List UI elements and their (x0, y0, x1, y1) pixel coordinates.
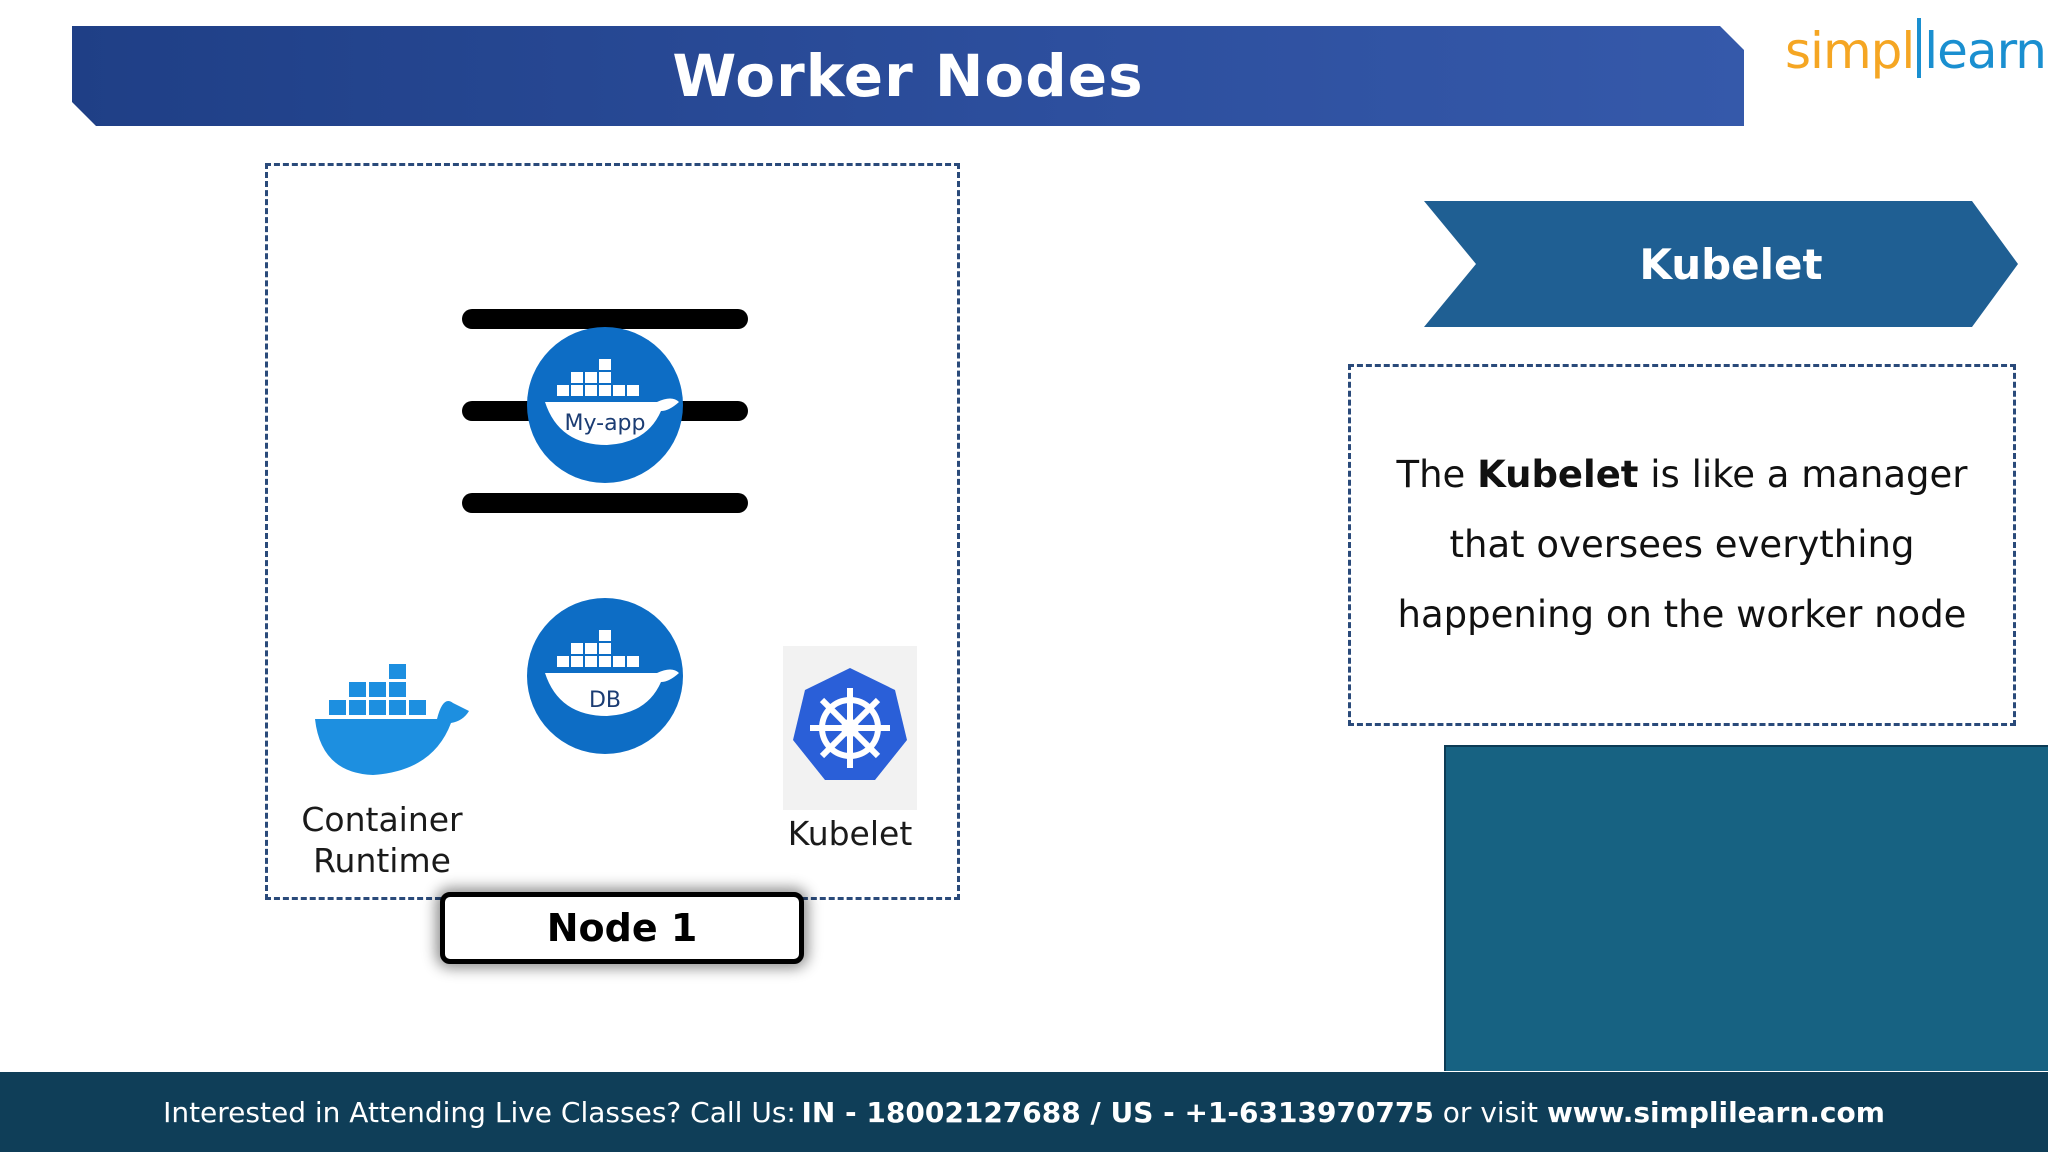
docker-whale-icon (545, 630, 679, 716)
footer-separator: / (1080, 1095, 1111, 1129)
title-banner: Worker Nodes (72, 26, 1744, 126)
footer-website-link[interactable]: www.simplilearn.com (1546, 1095, 1885, 1129)
docker-logo-icon (315, 664, 469, 775)
footer-middle-text: or visit (1433, 1095, 1547, 1129)
footer-banner: Interested in Attending Live Classes? Ca… (0, 1072, 2048, 1152)
my-app-container: My-app (527, 327, 683, 483)
description-text: The Kubelet is like a manager that overs… (1362, 440, 2002, 650)
node-label: Node 1 (440, 892, 804, 964)
page-title: Worker Nodes (672, 42, 1144, 110)
description-suffix: is like a manager that oversees everythi… (1397, 453, 1968, 636)
logo-bar-icon (1917, 18, 1922, 78)
footer-in-phone: IN - 18002127688 (801, 1095, 1081, 1129)
presenter-video-panel (1444, 745, 2048, 1071)
my-app-label: My-app (564, 411, 646, 436)
db-label: DB (588, 688, 622, 713)
container-runtime-label-line2: Runtime (313, 841, 451, 880)
kubelet-banner: Kubelet (1424, 201, 2018, 327)
docker-whale-icon (545, 359, 679, 445)
logo-text-part2: learn (1924, 22, 2047, 80)
kubelet-diagram-label: Kubelet (787, 814, 913, 853)
container-runtime-label-line1: Container (301, 800, 463, 839)
kubernetes-icon (783, 646, 917, 810)
description-bold: Kubelet (1477, 453, 1639, 496)
footer-us-phone: US - +1-6313970775 (1110, 1095, 1434, 1129)
container-runtime-label: Container Runtime (282, 799, 482, 881)
pod-line-top (462, 309, 748, 329)
description-prefix: The (1396, 453, 1478, 496)
db-container: DB (527, 598, 683, 754)
kubelet-banner-title: Kubelet (1639, 239, 1823, 289)
description-box: The Kubelet is like a manager that overs… (1348, 364, 2016, 726)
logo-text-part1: simpl (1785, 22, 1915, 80)
pod-line-bottom (462, 493, 748, 513)
footer-text-prefix: Interested in Attending Live Classes? Ca… (163, 1095, 796, 1129)
